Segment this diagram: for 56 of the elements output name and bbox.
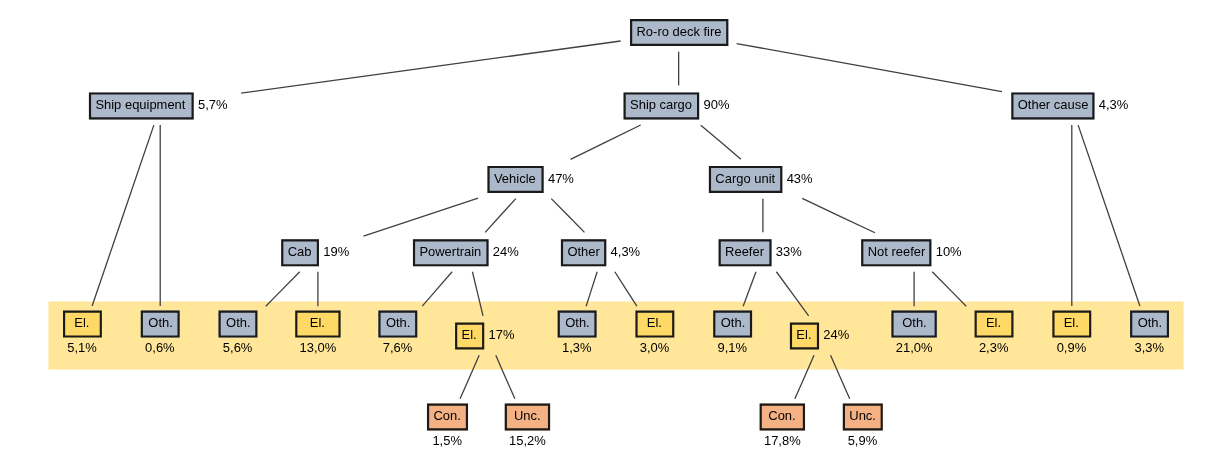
node-label: 17% (488, 327, 514, 343)
connector (829, 354, 850, 400)
node-label: 4,3% (1098, 97, 1128, 113)
cluster (47, 301, 1184, 370)
node-label: 5,7% (197, 97, 228, 113)
node-label: 4,3% (610, 244, 640, 260)
node-label: 9,1% (717, 340, 747, 356)
connector (421, 271, 453, 307)
connector (742, 271, 757, 307)
node-label: 24% (492, 244, 519, 260)
connector (362, 197, 479, 237)
node-label: 0,6% (144, 340, 175, 356)
node-label: 5,9% (847, 433, 877, 449)
connector (801, 197, 876, 234)
node-label: 3,3% (1133, 340, 1164, 356)
node-label: 1,3% (561, 340, 592, 356)
node-label: 43% (786, 170, 813, 186)
connector (159, 124, 161, 307)
connector (1070, 124, 1072, 307)
connector (264, 271, 300, 307)
connector (775, 271, 809, 317)
node-label: 15,2% (508, 433, 546, 449)
connector (550, 198, 585, 233)
connector (239, 40, 621, 94)
connector (484, 198, 516, 233)
node-label: 21,0% (895, 340, 932, 356)
connector (585, 271, 598, 307)
node-label: 24% (822, 327, 849, 343)
connector (569, 124, 641, 160)
connector (699, 124, 742, 160)
node-label: 5,6% (222, 340, 252, 356)
connector (494, 354, 516, 400)
node-label: 47% (547, 170, 574, 186)
node-label: 3,0% (639, 340, 669, 356)
connector (677, 51, 679, 87)
node-label: 0,9% (1056, 340, 1086, 356)
connector (613, 271, 637, 307)
connector (735, 42, 1003, 93)
node-label: 90% (702, 97, 729, 113)
node-label: 13,0% (299, 340, 336, 356)
node-label: 33% (775, 244, 802, 260)
connector (90, 124, 154, 307)
node-label: 10% (935, 244, 962, 260)
connector (761, 198, 764, 233)
node-label: 7,6% (382, 340, 412, 356)
node-label: 17,8% (763, 433, 801, 449)
node-label: 19% (322, 244, 349, 260)
node-label: 1,5% (431, 433, 462, 449)
connector (912, 271, 915, 307)
connector (1077, 124, 1141, 307)
connector (458, 354, 480, 400)
node-label: 2,3% (978, 340, 1008, 356)
node-label: 5,1% (66, 340, 97, 356)
connector (316, 271, 319, 307)
connector (793, 354, 815, 400)
connector (931, 271, 967, 307)
